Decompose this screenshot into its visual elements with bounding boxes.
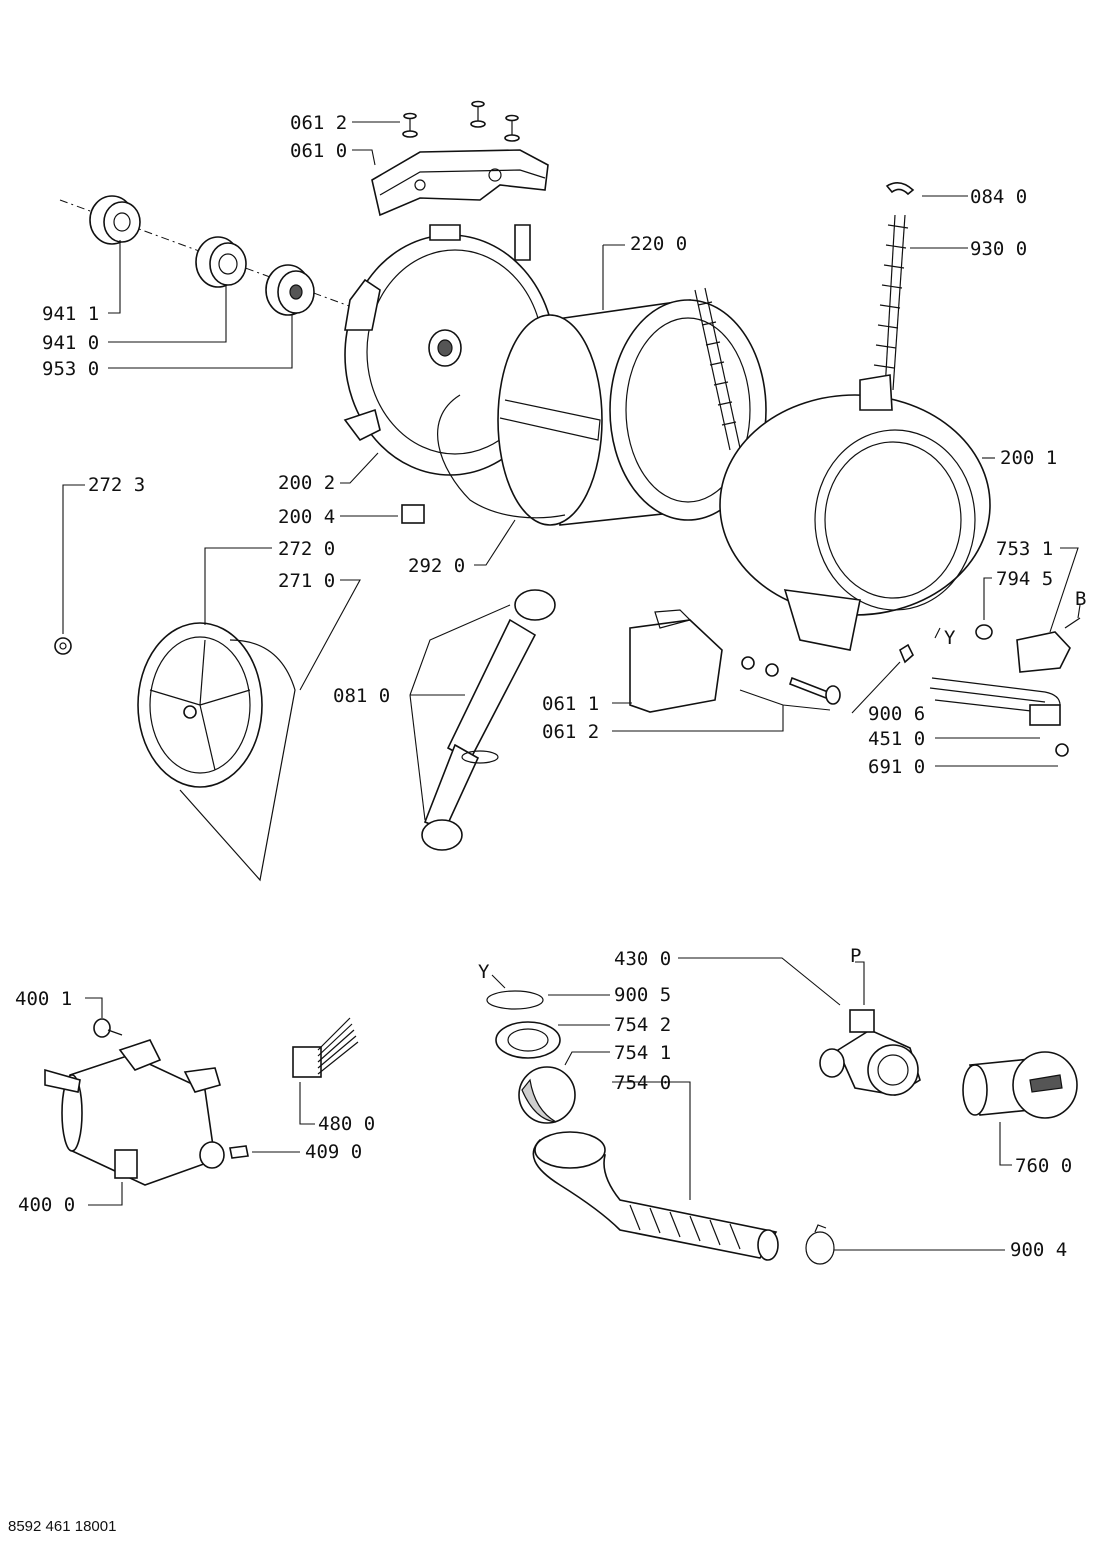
seal-ring-7542 [495,1021,561,1059]
label-2002: 200 2 [278,472,336,494]
label-4510: 451 0 [868,728,926,750]
clip-2004 [401,504,425,524]
label-2004: 200 4 [278,506,336,528]
label-7542: 754 2 [614,1014,672,1036]
seal-2920 [437,394,566,519]
label-9006: 900 6 [868,703,926,725]
label-9411: 941 1 [42,303,100,325]
label-7945: 794 5 [996,568,1054,590]
clamp-9004 [805,1224,835,1265]
label-P: P [850,945,862,967]
label-4300: 430 0 [614,948,672,970]
belt-2710 [179,639,296,882]
connector-4800 [292,1017,359,1078]
clamp-9005 [486,990,544,1010]
label-9410: 941 0 [42,332,100,354]
counterweight-0611 [629,609,723,713]
heater-4510 [929,677,1061,726]
label-Y-top: Y [944,627,956,649]
bearing-9411 [89,195,141,245]
thermostat-7531 [1016,617,1081,673]
nut-2723 [54,637,72,655]
hook-0840 [885,182,915,196]
shock-absorber-0810 [421,589,556,851]
sump-hose-7540 [532,1131,779,1261]
grommet-7945 [975,624,993,640]
label-6910: 691 0 [868,756,926,778]
filter-7600 [962,1051,1078,1119]
label-9530: 953 0 [42,358,100,380]
front-tub-2001 [719,374,991,651]
label-4000: 400 0 [18,1194,76,1216]
label-9005: 900 5 [614,984,672,1006]
label-2710: 271 0 [278,570,336,592]
bolt-0612 [741,656,841,705]
bearing-9530 [265,264,315,316]
label-0810: 081 0 [333,685,391,707]
tub-bracket-0610 [371,149,549,217]
label-4001: 400 1 [15,988,73,1010]
label-7540: 754 0 [614,1072,672,1094]
label-9004: 900 4 [1010,1239,1068,1261]
label-7541: 754 1 [614,1042,672,1064]
ball-7541 [518,1066,576,1124]
spring-9300-left [694,287,741,451]
label-0610: 061 0 [290,140,348,162]
screw-0612-b [470,100,486,128]
label-B: B [1075,588,1087,610]
motor-4000 [44,1018,225,1186]
drum-2200 [497,299,767,526]
label-9300: 930 0 [970,238,1028,260]
label-2920: 292 0 [408,555,466,577]
label-0612-mid: 061 2 [542,721,600,743]
label-Y-bottom: Y [478,961,490,983]
nut-6910 [1055,743,1069,757]
label-4800: 480 0 [318,1113,376,1135]
spring-9300-right [873,214,909,391]
screw-0612-c [504,114,520,142]
label-4090: 409 0 [305,1141,363,1163]
label-7531: 753 1 [996,538,1054,560]
label-0611: 061 1 [542,693,600,715]
key-4090 [229,1145,249,1159]
pump-4300 [819,1009,921,1096]
label-2001: 200 1 [1000,447,1058,469]
pulley-2720 [137,622,263,788]
bearing-9410 [195,236,247,288]
label-2200: 220 0 [630,233,688,255]
document-id: 8592 461 18001 [8,1518,117,1535]
label-0840: 084 0 [970,186,1028,208]
label-2720: 272 0 [278,538,336,560]
label-2723: 272 3 [88,474,146,496]
label-0612-top: 061 2 [290,112,348,134]
screw-0612-a [402,112,418,138]
clip-9006 [899,643,914,664]
label-7600: 760 0 [1015,1155,1073,1177]
